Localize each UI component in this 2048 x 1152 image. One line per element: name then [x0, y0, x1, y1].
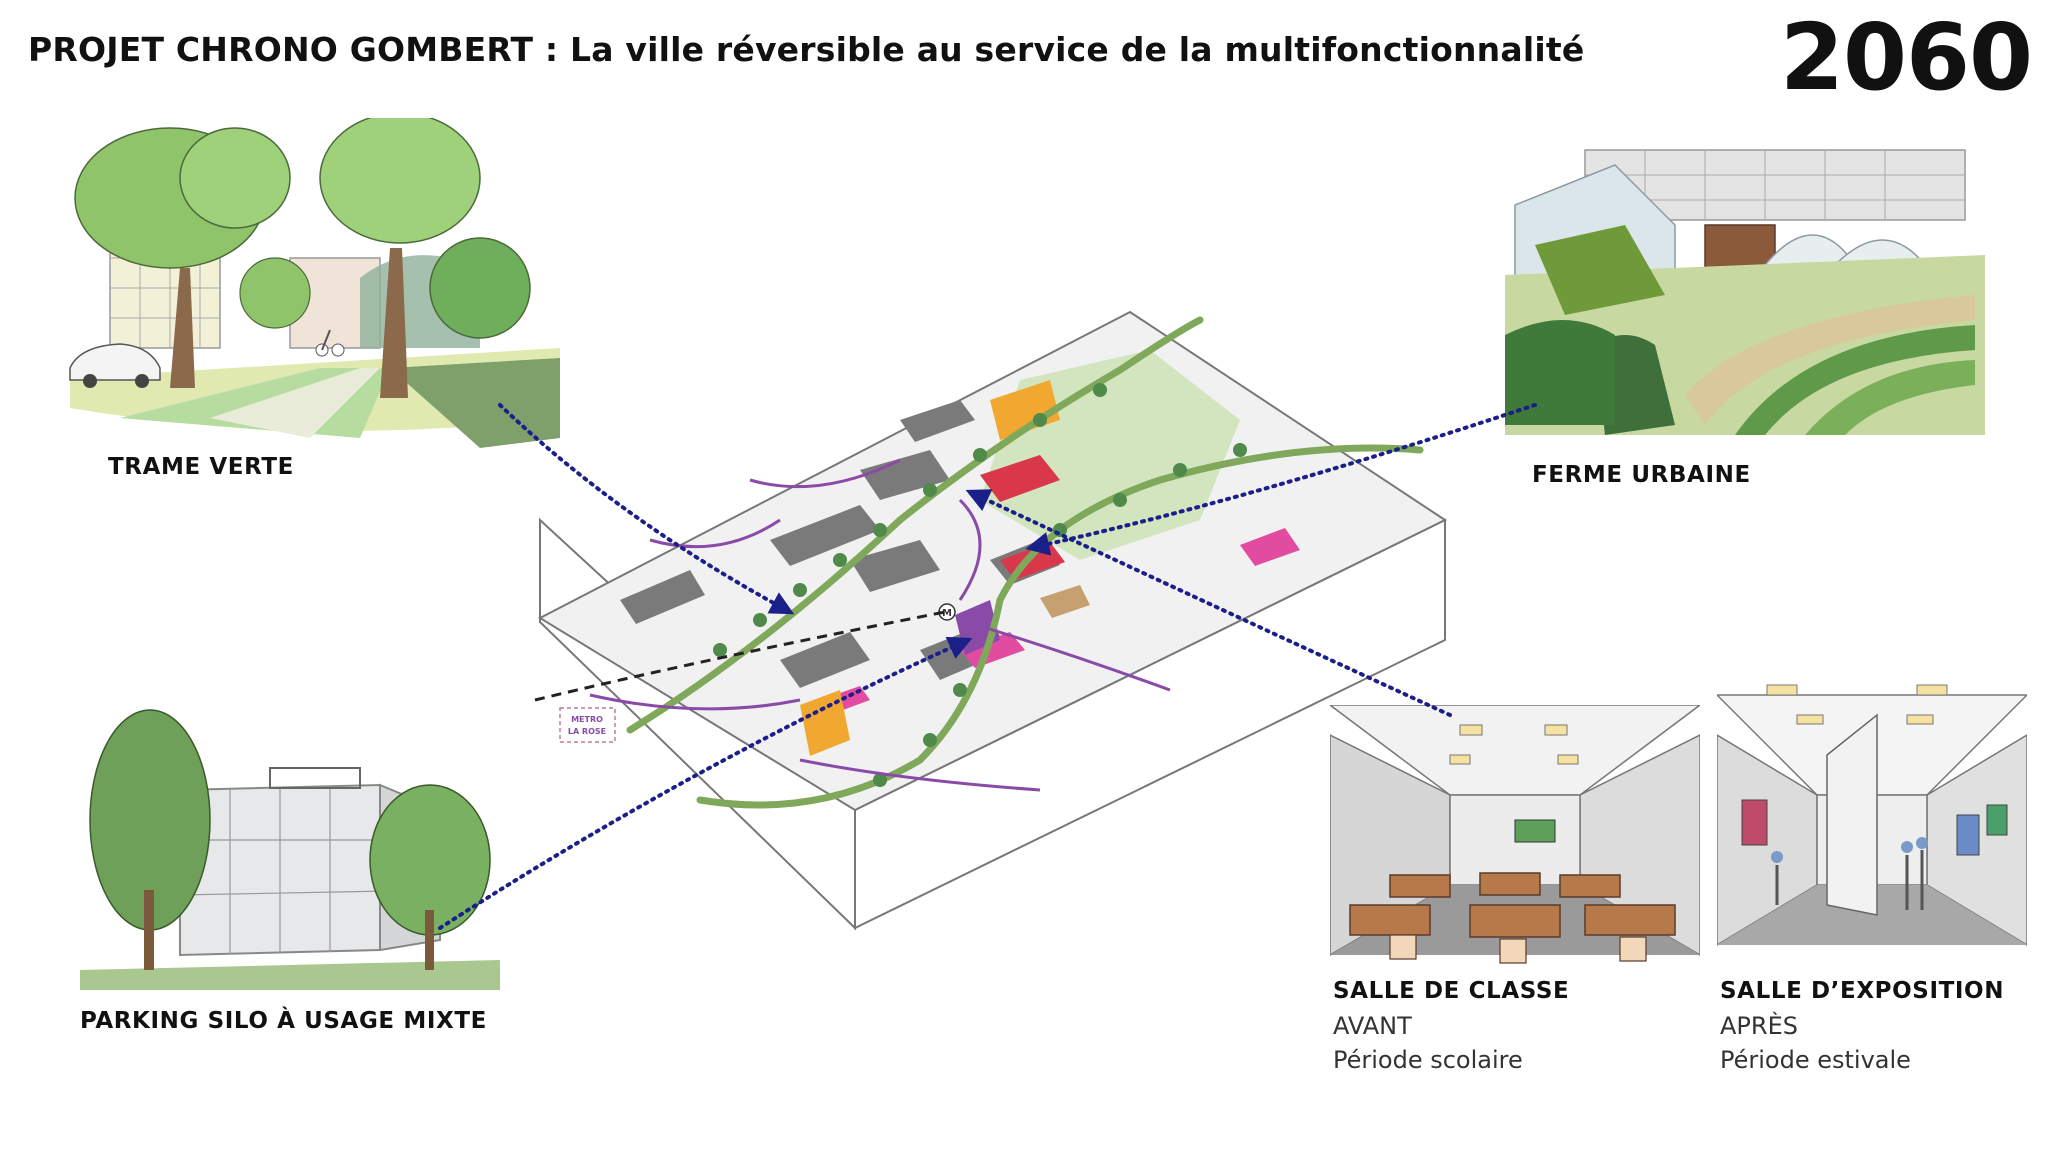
ferme-urbaine-caption: FERME URBAINE [1532, 462, 1751, 488]
page-title: PROJET CHRONO GOMBERT : La ville réversi… [28, 30, 1584, 69]
link-trame-verte [498, 403, 795, 615]
link-parking-silo [438, 636, 973, 930]
page-title-strong: PROJET CHRONO GOMBERT : [28, 30, 559, 69]
year-label: 2060 [1779, 4, 2033, 111]
metro-icon: M [942, 608, 952, 619]
salle-classe-caption: SALLE DE CLASSE [1333, 978, 1570, 1004]
link-salle-classe [965, 489, 1452, 717]
link-ferme-urbaine [1025, 403, 1537, 556]
parking-silo-illustration [80, 690, 500, 990]
salle-expo-caption: SALLE D’EXPOSITION [1720, 978, 2005, 1004]
metro-label-line2: LA ROSE [568, 727, 606, 736]
trame-verte-illustration [60, 118, 560, 448]
page-title-rest: La ville réversible au service de la mul… [558, 30, 1585, 69]
metro-label-line1: METRO [571, 715, 603, 724]
parking-silo-caption: PARKING SILO À USAGE MIXTE [80, 1008, 487, 1034]
salle-classe-period: Période scolaire [1333, 1046, 1523, 1074]
salle-expo-state: APRÈS [1720, 1012, 1798, 1040]
salle-classe-illustration [1330, 705, 1700, 965]
salle-expo-period: Période estivale [1720, 1046, 1911, 1074]
ferme-urbaine-illustration [1505, 145, 1985, 445]
salle-expo-illustration [1717, 675, 2027, 960]
trame-verte-caption: TRAME VERTE [108, 454, 294, 480]
salle-classe-state: AVANT [1333, 1012, 1412, 1040]
